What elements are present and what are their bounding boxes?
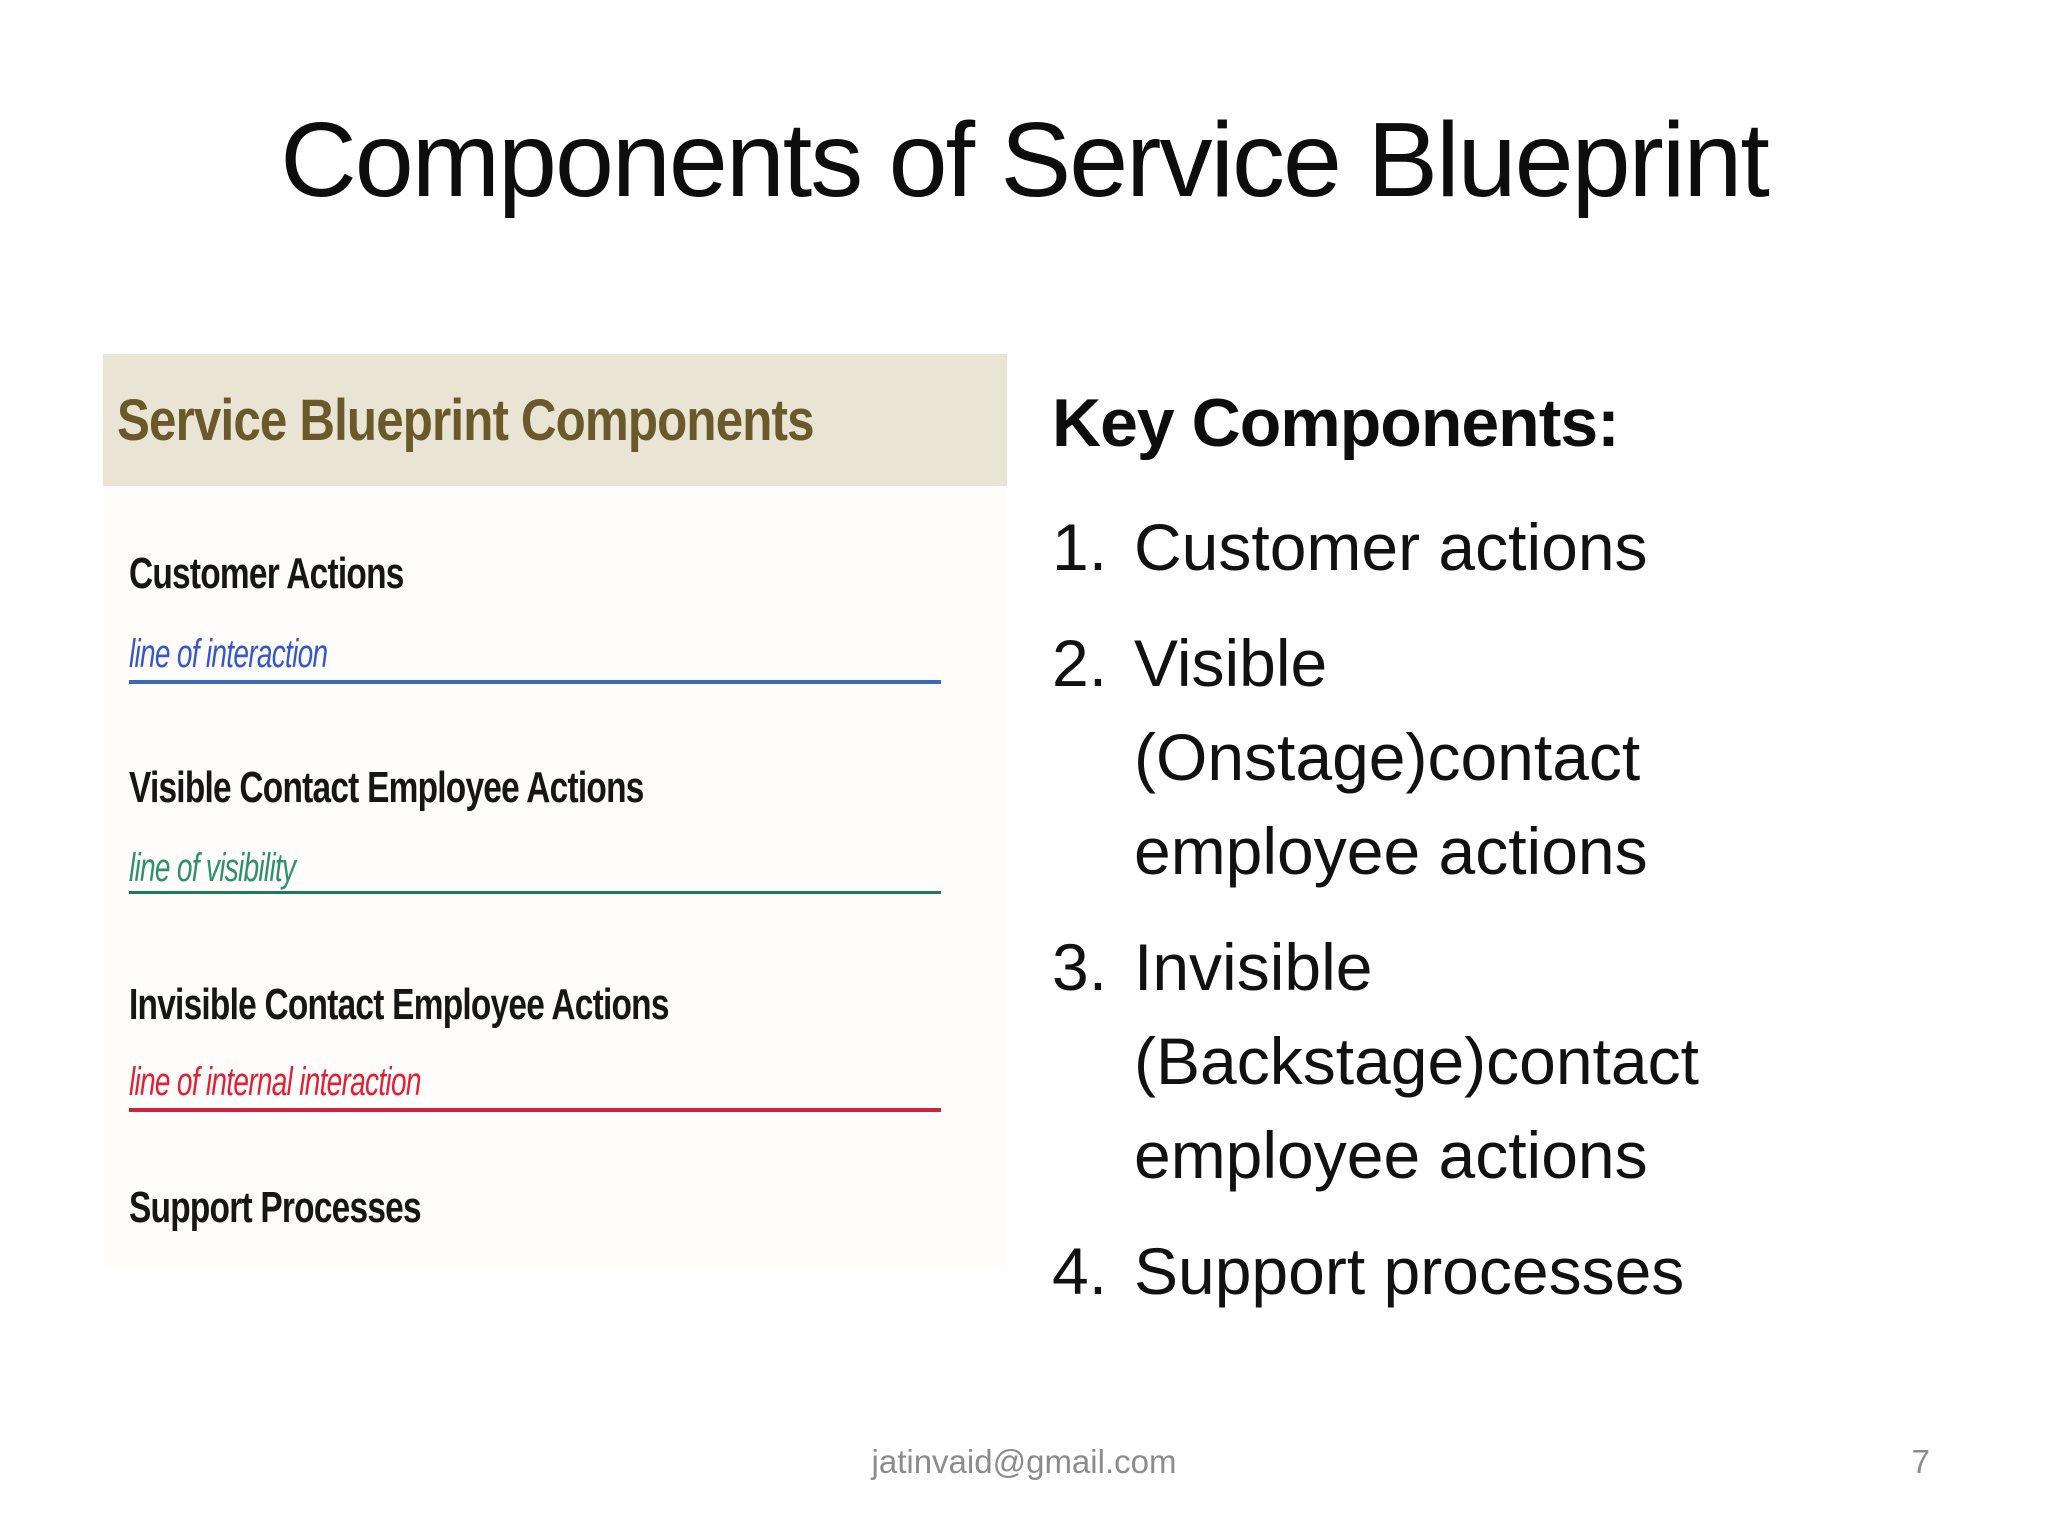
list-item: 2. Visible (Onstage)contact employee act… (1052, 616, 1992, 898)
list-item: 3. Invisible (Backstage)contact employee… (1052, 920, 1992, 1202)
line-of-interaction-label: line of interaction (129, 632, 328, 676)
diagram-header-title: Service Blueprint Components (117, 387, 815, 453)
line-of-internal-interaction-label: line of internal interaction (129, 1060, 421, 1104)
list-item: 1. Customer actions (1052, 500, 1992, 594)
support-processes-label: Support Processes (129, 1183, 422, 1232)
list-item-text: Customer actions (1134, 510, 1648, 584)
list-item-number: 3. (1052, 930, 1108, 1004)
line-of-visibility-rule (129, 891, 941, 894)
visible-contact-employee-actions-label: Visible Contact Employee Actions (129, 763, 644, 812)
service-blueprint-diagram: Service Blueprint Components Customer Ac… (103, 354, 1007, 1269)
list-item: 4. Support processes (1052, 1224, 1992, 1318)
list-item-text: Visible (Onstage)contact employee action… (1134, 626, 1648, 888)
page-title: Components of Service Blueprint (280, 101, 1770, 219)
list-item-number: 1. (1052, 510, 1108, 584)
list-item-number: 2. (1052, 626, 1108, 700)
key-components-section: Key Components: 1. Customer actions 2. V… (1052, 384, 1992, 1340)
list-item-text: Support processes (1134, 1234, 1685, 1308)
key-components-heading: Key Components: (1052, 385, 1620, 461)
list-item-number: 4. (1052, 1234, 1108, 1308)
page-number: 7 (1911, 1443, 1930, 1480)
footer-email: jatinvaid@gmail.com (871, 1443, 1177, 1480)
key-components-list: 1. Customer actions 2. Visible (Onstage)… (1052, 500, 1992, 1318)
invisible-contact-employee-actions-label: Invisible Contact Employee Actions (129, 980, 669, 1029)
line-of-interaction-rule (129, 680, 941, 684)
line-of-internal-interaction-rule (129, 1108, 941, 1112)
list-item-text: Invisible (Backstage)contact employee ac… (1134, 930, 1699, 1192)
diagram-header-band: Service Blueprint Components (103, 354, 1007, 486)
line-of-visibility-label: line of visibility (129, 846, 296, 890)
customer-actions-label: Customer Actions (129, 549, 404, 598)
